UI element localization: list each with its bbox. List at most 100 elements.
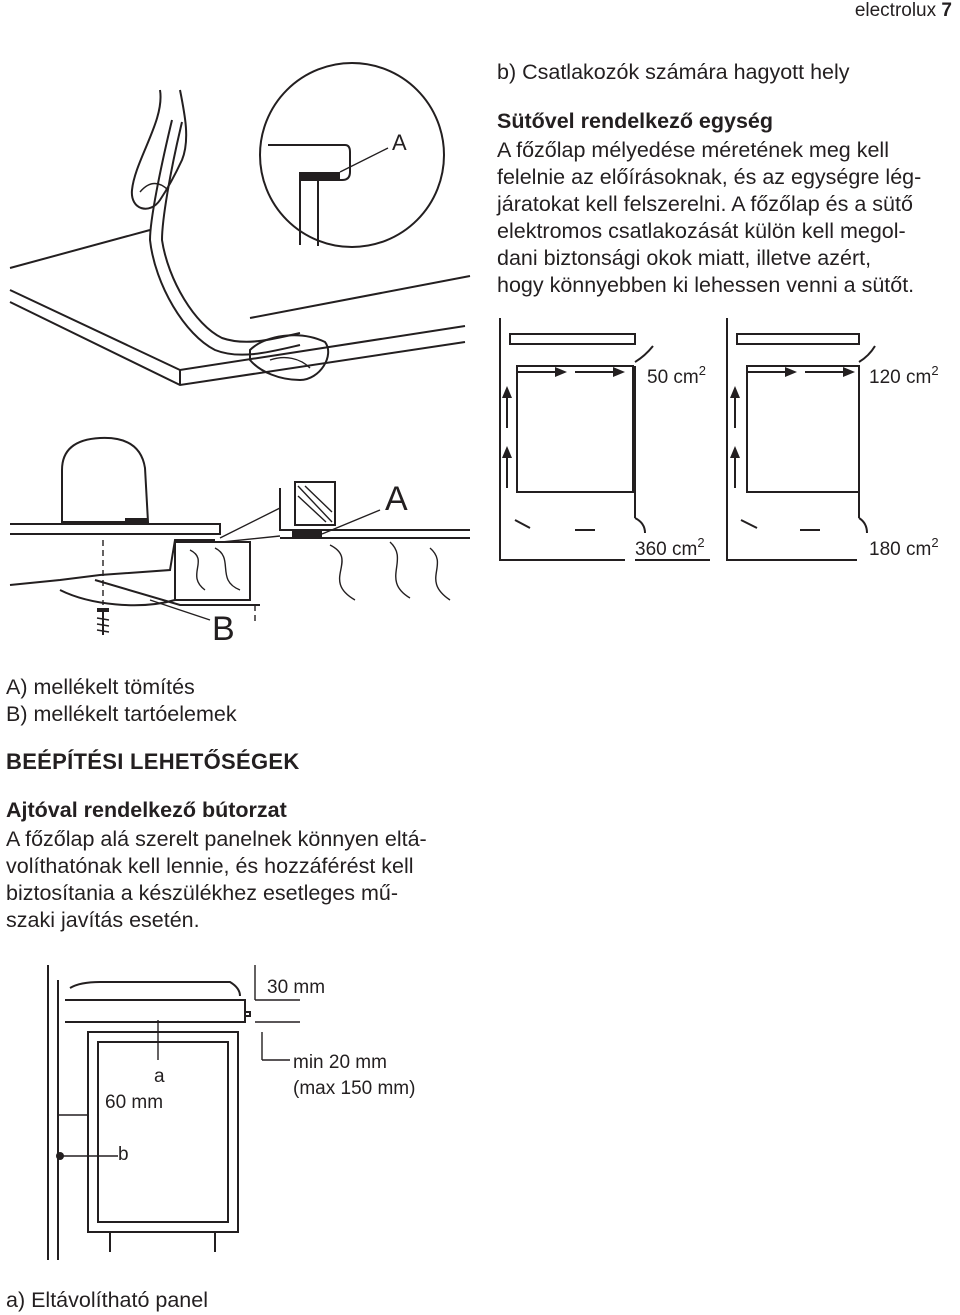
- text-line: hogy könnyebben ki lehessen venni a sütő…: [497, 273, 915, 297]
- flow-arrow: [634, 345, 654, 363]
- hand-upper: [130, 89, 188, 210]
- dim-side: 60 mm: [105, 1092, 163, 1113]
- cabinet-figure: 30 mm a 60 mm b min 20 mm (max 150 mm): [47, 965, 415, 1260]
- knob-base: [125, 518, 147, 524]
- text-line: elektromos csatlakozását külön kell mego…: [497, 219, 906, 243]
- oven-paragraph: A főzőlap mélyedése méretének meg kell f…: [497, 137, 921, 299]
- hob-body: [59, 589, 176, 607]
- page-number: 7: [941, 0, 952, 21]
- arrow-head: [730, 446, 740, 458]
- section-subtitle: Ajtóval rendelkező bútorzat: [6, 798, 287, 822]
- arrow-head: [843, 367, 855, 377]
- arrow-head: [613, 367, 625, 377]
- seal-detail: [300, 172, 340, 180]
- flow-arrow: [740, 519, 820, 531]
- text-line: járatokat kell felszerelni. A főzőlap és…: [497, 192, 913, 216]
- label-a: A: [392, 130, 407, 155]
- cabinet-outline: [499, 318, 625, 561]
- arrow-head: [555, 367, 567, 377]
- cabinet-body: [87, 1031, 239, 1233]
- dimension-line: [261, 1032, 290, 1061]
- leader-line: [321, 509, 381, 535]
- item-b-text: b) Csatlakozók számára hagyott hely: [497, 60, 850, 84]
- dim-max: (max 150 mm): [293, 1078, 415, 1099]
- zoom-lines: [219, 507, 281, 543]
- heading-oven-unit: Sütővel rendelkező egység: [497, 109, 774, 133]
- dimension-line: [254, 965, 300, 1023]
- section-paragraph: A főzőlap alá szerelt panelnek könnyen e…: [6, 826, 427, 934]
- hob-top: [69, 981, 241, 997]
- screw-thread: [96, 617, 110, 633]
- worktop: [65, 999, 246, 1023]
- hob-body: [9, 539, 215, 586]
- arrow-head: [502, 446, 512, 458]
- section-title: BEÉPÍTÉSI LEHETŐSÉGEK: [6, 749, 300, 774]
- text-line: dani biztonsági okok miatt, illetve azér…: [497, 246, 872, 270]
- hob-glass: [10, 523, 221, 535]
- text-line: A főzőlap alá szerelt panelnek könnyen e…: [6, 827, 427, 851]
- flow-arrow: [858, 345, 876, 363]
- figure-caption: a) Eltávolítható panel: [6, 1288, 208, 1312]
- flow-arrow: [514, 519, 595, 531]
- arrow-head: [730, 386, 740, 398]
- seal-installation-figure: A: [9, 62, 471, 387]
- text-line: szaki javítás esetén.: [6, 908, 200, 932]
- screw-head: [97, 608, 109, 612]
- leader-line: [149, 599, 211, 621]
- countertop-section: [174, 541, 251, 601]
- oven-box: [516, 365, 634, 493]
- arrow-head: [785, 367, 797, 377]
- seal-strip: [160, 121, 301, 343]
- ventilation-figure: 50 cm2 360 cm2 120 cm2 180 cm2: [499, 318, 939, 561]
- text-line: felelnie az előírásoknak, és az egységre…: [497, 165, 922, 189]
- label-a: a: [154, 1066, 165, 1087]
- oven-box: [746, 365, 860, 493]
- detail-seal: [292, 530, 322, 538]
- leader-line: [339, 147, 389, 173]
- vent-label-bottom-left: 360 cm2: [635, 535, 705, 560]
- hand-finger: [139, 182, 169, 193]
- dim-top: 30 mm: [267, 977, 325, 998]
- hob-top: [509, 333, 636, 345]
- cabinet-leg: [109, 1232, 216, 1252]
- vent-unit-right: 120 cm2 180 cm2: [726, 318, 939, 561]
- flow-arrow: [858, 517, 868, 534]
- detail-glass: [279, 488, 470, 531]
- detail-circle: [259, 62, 445, 248]
- legend-a: A) mellékelt tömítés: [6, 675, 195, 699]
- countertop-edge: [9, 301, 466, 387]
- detail-wood-grain: [329, 541, 451, 601]
- hob-edge-detail: [268, 144, 351, 181]
- text-line: volíthatónak kell lennie, és hozzáférést…: [6, 854, 414, 878]
- cabinet-outline: [726, 318, 857, 561]
- text-line: A főzőlap mélyedése méretének meg kell: [497, 138, 889, 162]
- legend-b: B) mellékelt tartóelemek: [6, 702, 237, 726]
- detail-profile: [294, 481, 336, 526]
- page-header: electrolux 7: [855, 0, 952, 22]
- hob-top: [736, 333, 860, 345]
- removable-panel: [97, 1041, 229, 1223]
- vent-label-top-left: 50 cm2: [647, 363, 706, 388]
- countertop-edge: [9, 289, 466, 372]
- detail-hatch: [297, 485, 333, 523]
- hand-lower: [249, 334, 330, 382]
- vent-label-top-right: 120 cm2: [869, 363, 939, 388]
- hob-edge: [245, 1011, 251, 1017]
- bracket: [94, 579, 260, 606]
- wood-grain: [189, 547, 241, 591]
- vent-unit-left: 50 cm2 360 cm2: [499, 318, 710, 561]
- countertop-edge: [9, 229, 151, 269]
- text-line: biztosítania a készülékhez esetleges mű-: [6, 881, 398, 905]
- flow-arrow: [634, 517, 646, 534]
- control-knob: [61, 436, 150, 523]
- hob-section-figure: A B: [9, 436, 470, 648]
- brand-name: electrolux: [854, 0, 937, 21]
- cutout-edge: [249, 275, 471, 319]
- label-b: b: [118, 1144, 129, 1165]
- seal-strip: [148, 119, 301, 356]
- arrow-head: [502, 386, 512, 398]
- vent-label-bottom-right: 180 cm2: [869, 535, 939, 560]
- dim-min: min 20 mm: [293, 1052, 387, 1073]
- label-a: A: [385, 480, 408, 518]
- label-b: B: [212, 610, 235, 648]
